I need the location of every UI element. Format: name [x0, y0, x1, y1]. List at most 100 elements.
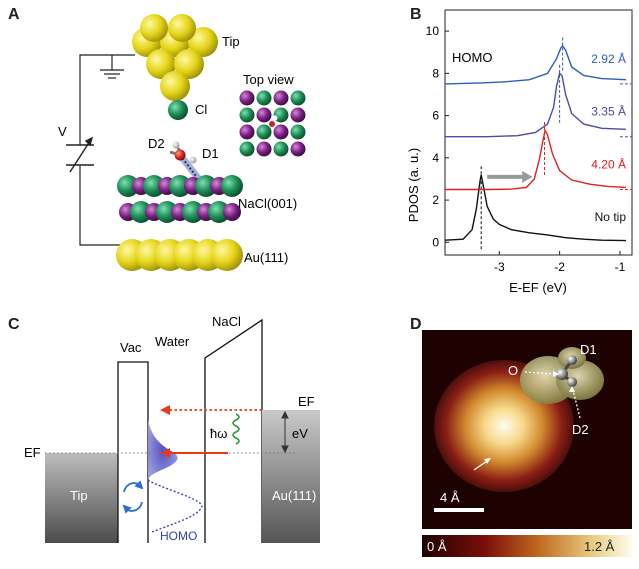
- ef-left-label: EF: [24, 445, 41, 460]
- d2-label-d: D2: [572, 422, 589, 437]
- colorbar: 0 Å 1.2 Å: [422, 535, 632, 557]
- cl-atom-top: [290, 124, 306, 140]
- colorbar-max: 1.2 Å: [584, 539, 615, 554]
- d1-label-d: D1: [580, 342, 597, 357]
- series-line: [445, 72, 627, 138]
- ev-label: eV: [292, 426, 308, 441]
- panel-label-a: A: [8, 6, 20, 23]
- au-atom: [211, 239, 243, 271]
- tip-atoms: [132, 14, 218, 101]
- nacl-label-c: NaCl: [212, 314, 241, 329]
- panel-d-image: O D1 D2 4 Å: [422, 330, 632, 529]
- na-atom: [256, 141, 272, 157]
- ev-arrow: [281, 410, 289, 454]
- series-label: 2.92 Å: [591, 51, 626, 66]
- x-tick-label: -2: [554, 260, 565, 274]
- y-tick-label: 6: [432, 109, 439, 123]
- panel-a: V Tip Cl Top view D2 D1 NaCl(001) Au(111…: [58, 14, 306, 271]
- cl-atom-layer: [195, 175, 217, 197]
- na-atom: [239, 124, 255, 140]
- series-label: No tip: [595, 210, 627, 224]
- d2-label: D2: [148, 136, 165, 151]
- na-atom: [239, 90, 255, 106]
- na-atom-layer: [223, 203, 241, 221]
- nacl-layer: [117, 175, 243, 223]
- panel-b-chart: HOMO PDOS (a. u.) E-EF (eV) 0246810-3-2-…: [406, 9, 633, 295]
- homo-filled-density: [148, 420, 178, 480]
- panel-c: Tip EF Vac Water HOMO NaCl Au(111) EF eV…: [24, 314, 320, 543]
- panel-label-b: B: [410, 6, 422, 23]
- cl-atom-layer: [169, 175, 191, 197]
- au-layer: [116, 239, 243, 271]
- chart-title: HOMO: [452, 50, 492, 65]
- cl-atom-top: [239, 107, 255, 123]
- o-label: O: [508, 363, 518, 378]
- au-block: [262, 410, 320, 543]
- y-axis-label: PDOS (a. u.): [406, 148, 421, 222]
- water-molecule: [169, 141, 202, 182]
- homo-dashed-curve: [147, 479, 203, 533]
- water-model-d: [556, 355, 577, 387]
- hw-label: ħω: [210, 426, 227, 441]
- scale-label: 4 Å: [440, 490, 460, 505]
- y-tick-label: 4: [432, 151, 439, 165]
- x-tick-label: -3: [494, 260, 505, 274]
- na-atom: [273, 90, 289, 106]
- cl-atom-layer: [221, 175, 243, 197]
- tip-block-label: Tip: [70, 488, 88, 503]
- annotation-arrows: [473, 371, 581, 471]
- cl-atom-top: [256, 124, 272, 140]
- tip-label: Tip: [222, 34, 240, 49]
- plot-frame: [444, 9, 633, 256]
- cl-atom: [168, 100, 188, 120]
- voltage-label: V: [58, 124, 67, 139]
- au-block-label: Au(111): [272, 488, 316, 503]
- nacl-label: NaCl(001): [238, 196, 297, 211]
- cl-atom-layer: [182, 201, 204, 223]
- panel-label-d: D: [410, 316, 422, 333]
- series-line: [445, 128, 627, 191]
- cl-atom-layer: [156, 201, 178, 223]
- cl-atom-top: [256, 90, 272, 106]
- top-view-lattice: [239, 90, 306, 157]
- y-tick-label: 0: [432, 235, 439, 249]
- h-atom-top: [272, 115, 278, 121]
- scale-bar: [434, 508, 484, 512]
- na-atom: [290, 107, 306, 123]
- circuit: [79, 54, 135, 246]
- na-atom: [273, 124, 289, 140]
- cl-atom-top: [239, 141, 255, 157]
- series-line: [444, 174, 627, 242]
- x-tick-label: -1: [615, 260, 626, 274]
- exchange-arrows-icon: [122, 480, 144, 514]
- panel-label-c: C: [8, 316, 20, 333]
- cl-atom-layer: [208, 201, 230, 223]
- top-view-label: Top view: [243, 72, 294, 87]
- au-label: Au(111): [244, 250, 288, 265]
- y-tick-label: 10: [426, 24, 440, 38]
- water-label: Water: [155, 334, 190, 349]
- cl-atom-layer: [130, 201, 152, 223]
- na-atom: [256, 107, 272, 123]
- tip-block: [45, 453, 118, 543]
- shift-arrow-head: [522, 170, 533, 183]
- series-label: 3.35 Å: [591, 104, 626, 119]
- series-label: 4.20 Å: [591, 156, 626, 171]
- vac-label: Vac: [120, 340, 142, 355]
- cl-label: Cl: [195, 102, 207, 117]
- ef-right-label: EF: [298, 394, 315, 409]
- colorbar-min: 0 Å: [427, 539, 447, 554]
- voltage-source-icon: [66, 136, 94, 173]
- d1-label: D1: [202, 146, 219, 161]
- y-tick-label: 2: [432, 193, 439, 207]
- y-tick-label: 8: [432, 66, 439, 80]
- photon-wave-icon: [232, 413, 240, 445]
- o-atom-top: [269, 121, 275, 127]
- cl-atom-layer: [143, 175, 165, 197]
- series-line: [444, 44, 627, 85]
- red-arrows: [160, 405, 262, 458]
- cl-atom-layer: [117, 175, 139, 197]
- cl-atom-top: [273, 141, 289, 157]
- homo-label: HOMO: [160, 529, 197, 543]
- cl-atom-top: [290, 90, 306, 106]
